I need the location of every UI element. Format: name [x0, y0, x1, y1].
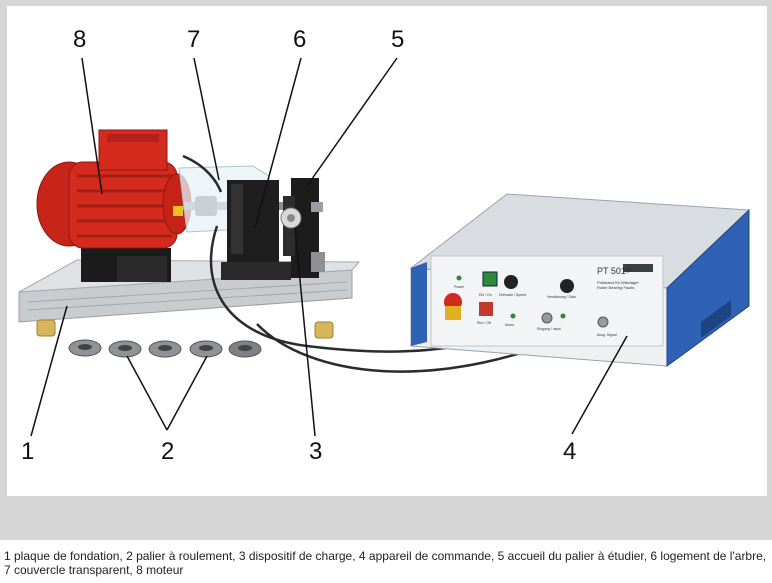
panel-label-signal: Ausg. Signal — [597, 333, 617, 337]
callout-4: 4 — [563, 438, 577, 465]
apparatus-illustration: PT 501 gunt Prüfstand für Wälzlager Roll… — [18, 57, 751, 437]
device-brand: gunt — [626, 267, 638, 273]
panel-label-input: Eingang / Input — [537, 327, 561, 331]
device-subtitle-1: Prüfstand für Wälzlager — [597, 280, 639, 285]
panel-label-motor: Motor — [505, 323, 515, 327]
panel-label-speed: Drehzahl / Speed — [499, 293, 526, 297]
panel-label-power: Power — [454, 285, 465, 289]
device-model: PT 501 — [597, 266, 626, 276]
callout-1: 1 — [21, 438, 35, 465]
callout-8: 8 — [73, 26, 87, 53]
bearing-seat — [280, 178, 325, 278]
figure-caption: 1 plaque de fondation, 2 palier à roulem… — [4, 549, 767, 577]
figure-frame: PT 501 gunt Prüfstand für Wälzlager Roll… — [0, 0, 772, 540]
callout-6: 6 — [293, 26, 307, 53]
apparatus-photo: PT 501 gunt Prüfstand für Wälzlager Roll… — [7, 6, 767, 496]
panel-label-on-off: Ein / On — [479, 293, 492, 297]
shaft-housing — [221, 180, 291, 280]
callout-2: 2 — [161, 438, 175, 465]
callout-7: 7 — [187, 26, 201, 53]
roller-bearings — [68, 339, 262, 358]
device-subtitle-2: Roller Bearing Faults — [597, 285, 634, 290]
control-unit: PT 501 gunt Prüfstand für Wälzlager Roll… — [409, 193, 751, 367]
panel-label-run: Run / Off — [477, 321, 491, 325]
panel-label-gain: Verstärkung / Gain — [547, 295, 576, 299]
callout-3: 3 — [309, 438, 323, 465]
callout-5: 5 — [391, 26, 405, 53]
leader-lines — [30, 57, 628, 437]
motor — [36, 129, 192, 282]
